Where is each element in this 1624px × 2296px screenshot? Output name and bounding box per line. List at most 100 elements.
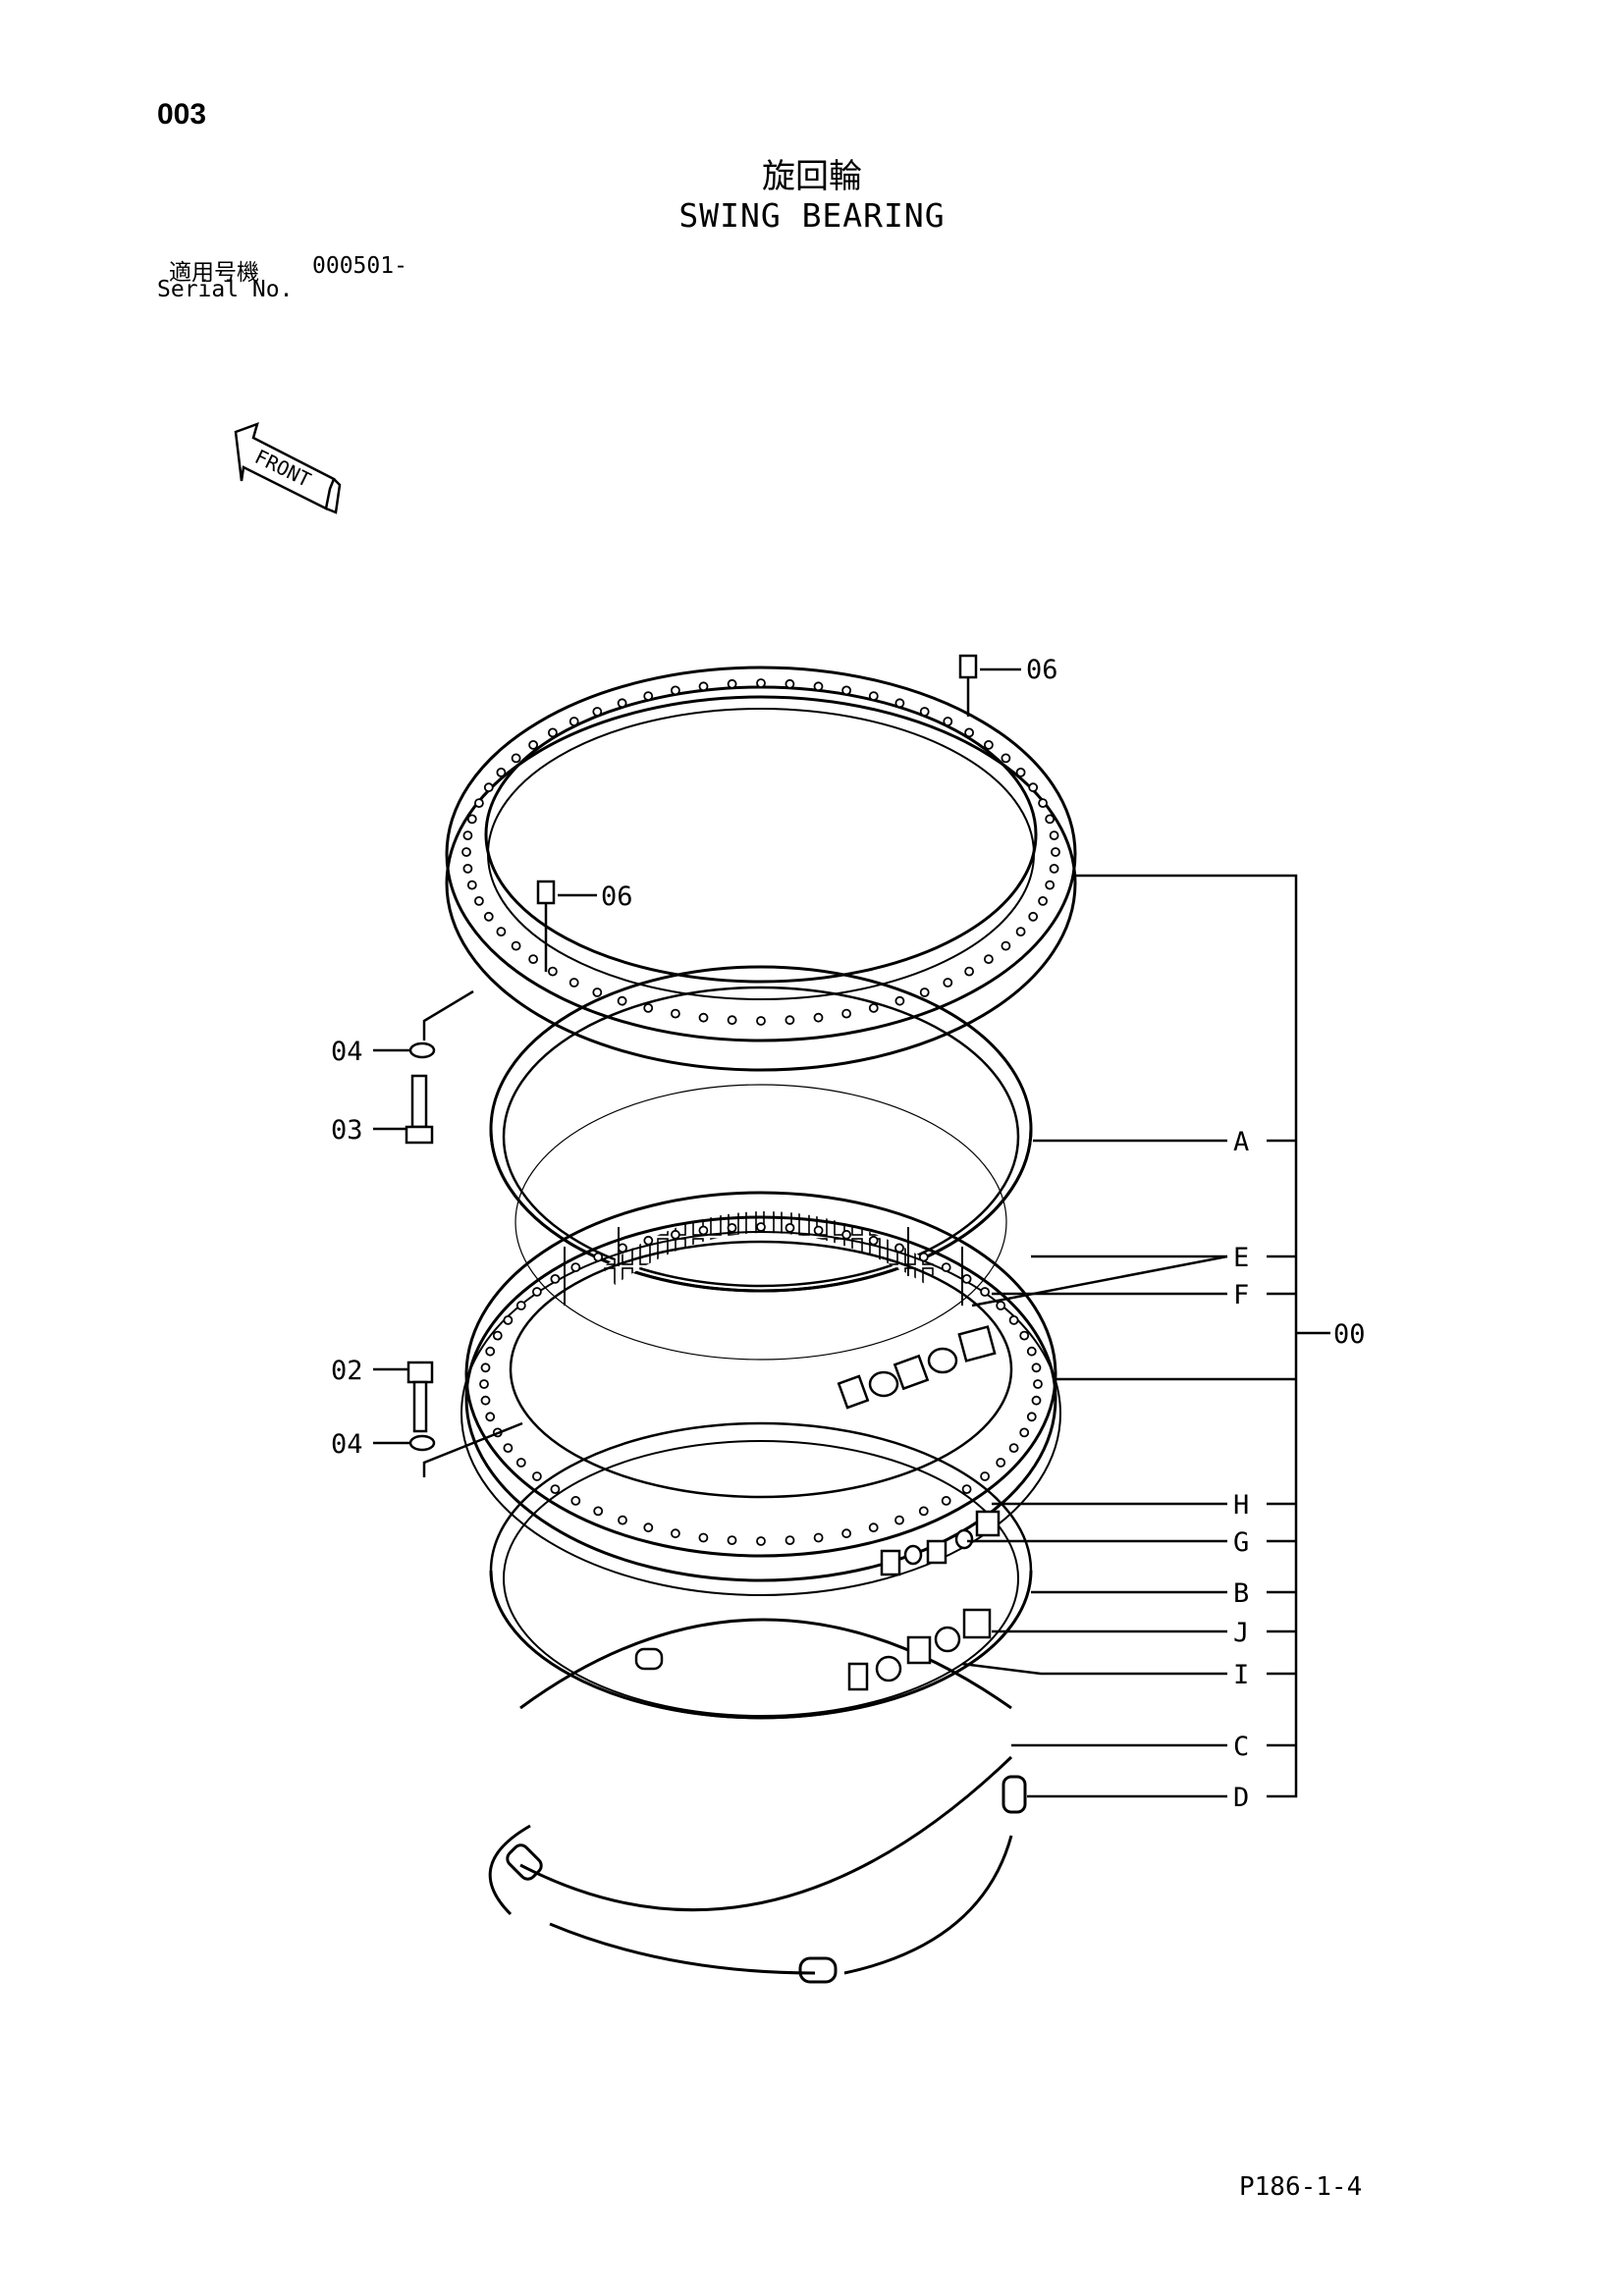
- bolt-hole: [785, 1223, 795, 1233]
- bolt-hole: [894, 698, 905, 709]
- bolt-hole: [813, 1225, 824, 1236]
- bolt-hole: [727, 1535, 737, 1545]
- wire-ring-d: [488, 1775, 1027, 1984]
- bolt-icon: [405, 1074, 434, 1433]
- callout-d: D: [1233, 1783, 1249, 1813]
- bolt-hole: [592, 707, 603, 717]
- bolt-hole: [618, 1243, 627, 1254]
- bolt-hole: [643, 1522, 654, 1533]
- bolt-hole: [1051, 847, 1060, 857]
- bolt-hole: [918, 1252, 929, 1262]
- bolt-hole: [480, 1362, 491, 1373]
- bolt-hole: [1001, 753, 1011, 764]
- bolt-hole: [1031, 1362, 1042, 1373]
- bolt-hole: [466, 880, 477, 890]
- bolt-hole: [473, 798, 484, 808]
- bolt-hole: [511, 753, 521, 764]
- bolt-hole: [698, 1532, 709, 1543]
- bolt-hole: [996, 1458, 1006, 1468]
- roller-group-lower: [634, 1608, 992, 1691]
- bolt-hole: [756, 1222, 766, 1232]
- bolt-hole: [570, 1262, 581, 1272]
- callout-f: F: [1233, 1280, 1249, 1310]
- bolt-hole: [727, 1015, 737, 1026]
- bolt-hole: [980, 1471, 990, 1481]
- bolt-hole: [980, 1287, 990, 1297]
- callout-02: 02: [331, 1356, 363, 1386]
- bolt-hole: [671, 1008, 680, 1019]
- bolt-hole: [1015, 768, 1026, 777]
- bolt-hole: [485, 1412, 496, 1422]
- bolt-hole: [868, 1522, 879, 1533]
- bolt-hole: [550, 1484, 561, 1494]
- serial-label-english: Serial No.: [157, 277, 294, 302]
- bolt-hole-pattern-lower: [479, 1222, 1043, 1546]
- roller-group-upper: [837, 1325, 997, 1410]
- bolt-hole: [785, 1535, 795, 1545]
- bolt-hole: [483, 782, 494, 793]
- bolt-hole: [1026, 1412, 1037, 1422]
- bolt-hole: [1045, 880, 1056, 890]
- bolt-hole: [548, 727, 558, 738]
- outer-race-upper: [445, 666, 1077, 1072]
- bolt-hole: [643, 1003, 654, 1013]
- bolt-hole: [550, 1274, 561, 1284]
- bolt-hole: [785, 678, 795, 689]
- bolt-hole: [1019, 1427, 1030, 1438]
- bolt-hole: [727, 678, 737, 689]
- bolt-hole: [1038, 798, 1048, 808]
- bolt-hole: [643, 1235, 654, 1246]
- callout-a: A: [1233, 1127, 1249, 1157]
- bolt-hole: [528, 954, 538, 964]
- callout-i: I: [1233, 1660, 1249, 1690]
- bolt-hole: [593, 1506, 604, 1517]
- bolt-hole: [511, 940, 521, 951]
- bolt-hole: [919, 988, 930, 997]
- bolt-hole: [727, 1223, 737, 1233]
- bolt-hole: [868, 691, 879, 701]
- bolt-hole: [532, 1471, 542, 1481]
- bolt-hole: [698, 1012, 709, 1023]
- bolt-hole: [503, 1315, 514, 1325]
- callout-e: E: [1233, 1243, 1249, 1273]
- callout-00-assembly: 00: [1333, 1319, 1366, 1350]
- bolt-hole: [868, 1235, 879, 1246]
- callout-c: C: [1233, 1732, 1249, 1762]
- page-number: 003: [157, 98, 207, 131]
- bolt-hole: [841, 1528, 851, 1539]
- bolt-hole: [961, 1484, 972, 1494]
- callout-04-bottom: 04: [331, 1429, 363, 1460]
- bolt-hole: [643, 691, 654, 701]
- bolt-hole: [515, 1458, 526, 1468]
- bolt-hole: [813, 1532, 824, 1543]
- bolt-hole: [1001, 940, 1011, 951]
- bolt-hole-pattern-upper: [461, 678, 1060, 1026]
- bolt-hole: [1015, 927, 1026, 936]
- bolt-hole: [941, 1262, 951, 1272]
- callout-b: B: [1233, 1578, 1249, 1609]
- serial-number-value: 000501-: [312, 253, 407, 279]
- inner-race-gear: [460, 1191, 1061, 1596]
- bolt-hole: [894, 1243, 904, 1254]
- bolt-hole: [698, 681, 709, 692]
- bolt-hole: [671, 1528, 680, 1539]
- bolt-hole: [617, 995, 627, 1006]
- bolt-hole: [841, 1229, 851, 1240]
- bolt-hole: [570, 1496, 581, 1506]
- bolt-hole: [503, 1443, 514, 1453]
- bolt-hole: [698, 1225, 709, 1236]
- bolt-hole: [483, 911, 494, 922]
- bolt-hole: [943, 978, 953, 988]
- bolt-hole: [841, 1008, 851, 1019]
- bolt-hole: [1049, 864, 1059, 874]
- leader-lines: [373, 667, 1330, 1798]
- bolt-hole: [462, 864, 473, 874]
- bolt-hole: [894, 1515, 904, 1525]
- bolt-hole: [1028, 782, 1039, 793]
- bolt-hole: [1028, 911, 1039, 922]
- bolt-hole: [568, 978, 579, 988]
- bolt-hole: [894, 995, 905, 1006]
- bolt-hole: [496, 927, 507, 936]
- front-arrow-icon: FRONT: [234, 421, 342, 514]
